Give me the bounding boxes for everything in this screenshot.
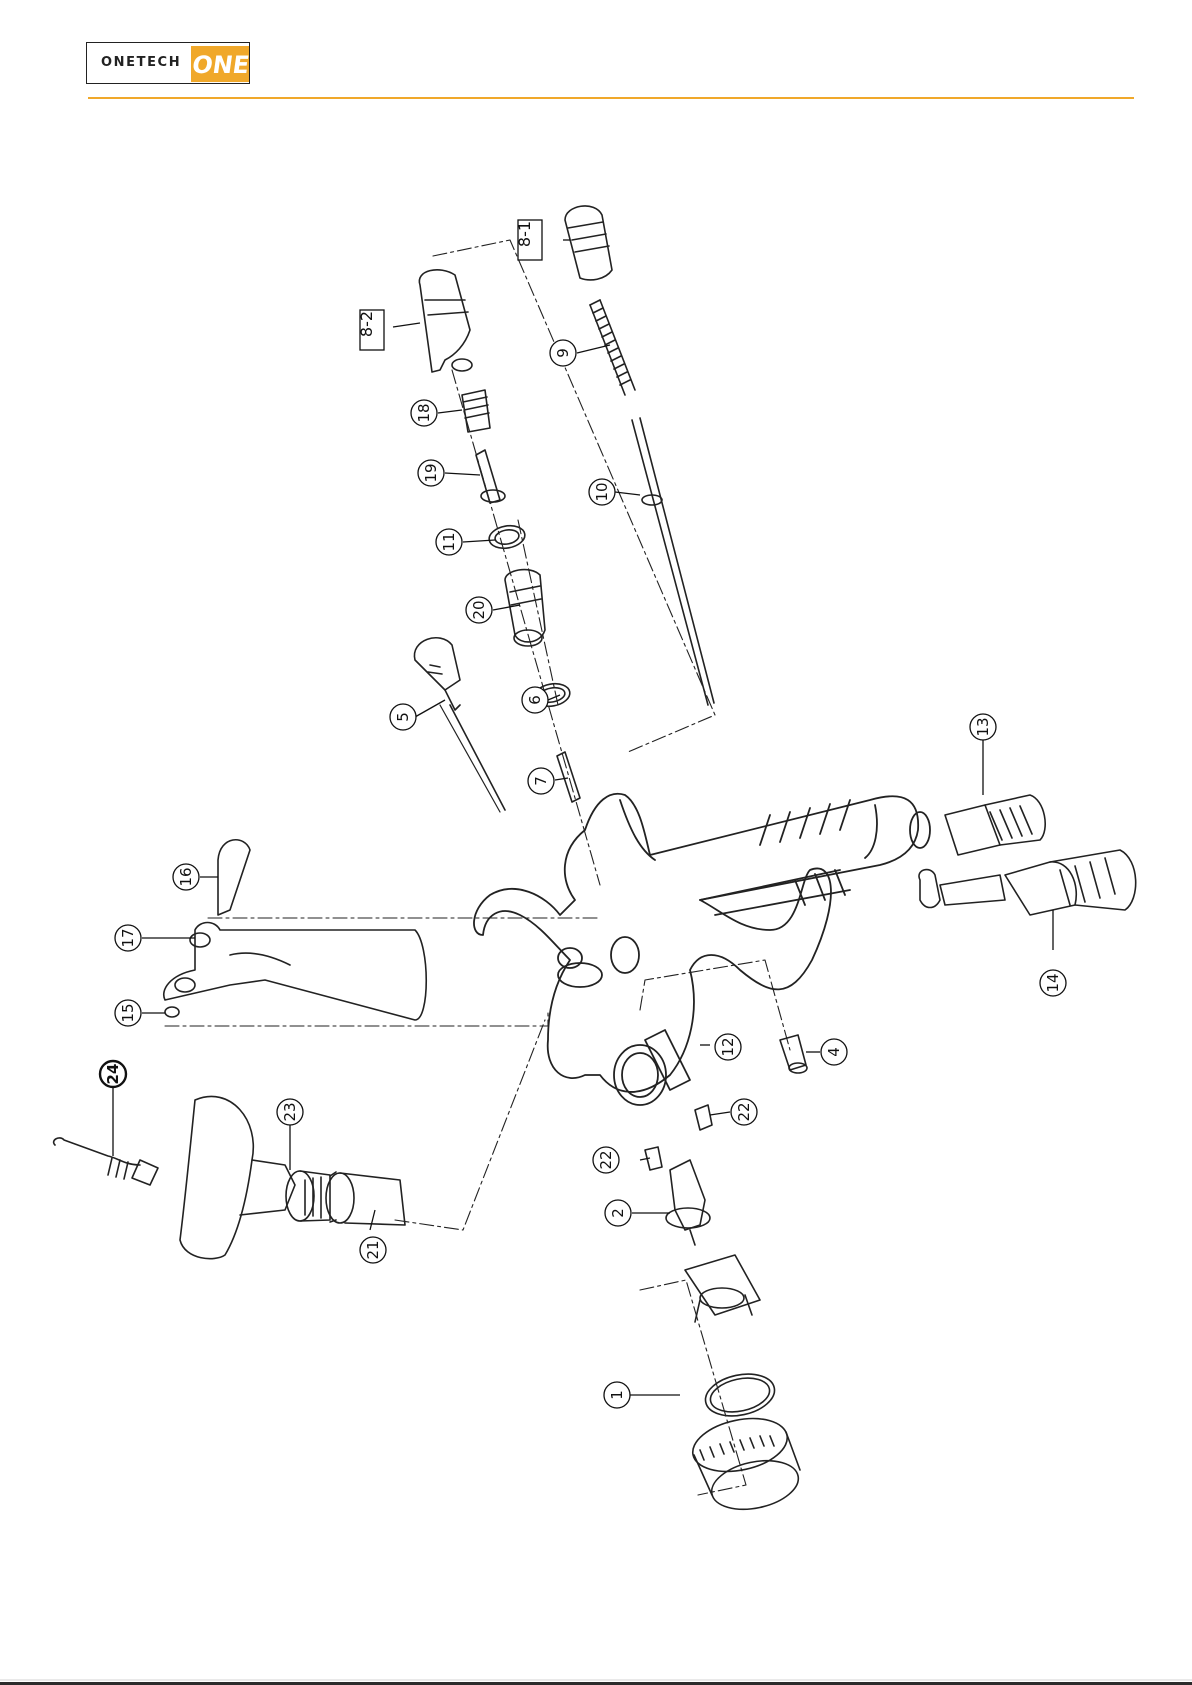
part-label-4: 4 — [825, 1047, 843, 1057]
part-label-2: 2 — [609, 1208, 627, 1218]
part-label-13: 13 — [974, 717, 992, 736]
air-inlet-parts — [919, 795, 1136, 915]
part-label-22b: 22 — [597, 1150, 615, 1169]
part-label-5: 5 — [394, 712, 412, 722]
callout-circles — [100, 340, 1066, 1408]
part-label-10: 10 — [593, 482, 611, 501]
valve-parts — [462, 390, 580, 802]
fluid-nozzle — [666, 1160, 710, 1245]
part-label-15: 15 — [119, 1003, 137, 1022]
part-label-22a: 22 — [735, 1102, 753, 1121]
part-label-14: 14 — [1044, 973, 1062, 992]
part-label-24: 24 — [104, 1064, 122, 1085]
part-label-7: 7 — [532, 776, 550, 786]
part-label-6: 6 — [526, 695, 544, 705]
part-label-1: 1 — [608, 1390, 626, 1400]
part-label-11: 11 — [440, 532, 458, 551]
part-label-19: 19 — [422, 463, 440, 482]
box-label-8-2: 8-2 — [357, 311, 376, 337]
part-label-17: 17 — [119, 928, 137, 947]
assembly-guides — [165, 240, 790, 1495]
needle-packing — [414, 638, 505, 812]
trigger — [164, 840, 427, 1020]
gun-body — [474, 794, 930, 1105]
footer-divider — [0, 1679, 1192, 1681]
part-label-20: 20 — [470, 600, 488, 619]
cup-adapter — [54, 1096, 405, 1258]
part-label-21: 21 — [364, 1240, 382, 1259]
part-label-23: 23 — [281, 1102, 299, 1121]
part-label-16: 16 — [177, 867, 195, 886]
boxed-callouts: 8-1 8-2 — [357, 220, 542, 350]
part-label-9: 9 — [554, 348, 572, 358]
box-label-8-1: 8-1 — [515, 221, 534, 247]
part-label-12: 12 — [719, 1037, 737, 1056]
part-label-18: 18 — [415, 403, 433, 422]
